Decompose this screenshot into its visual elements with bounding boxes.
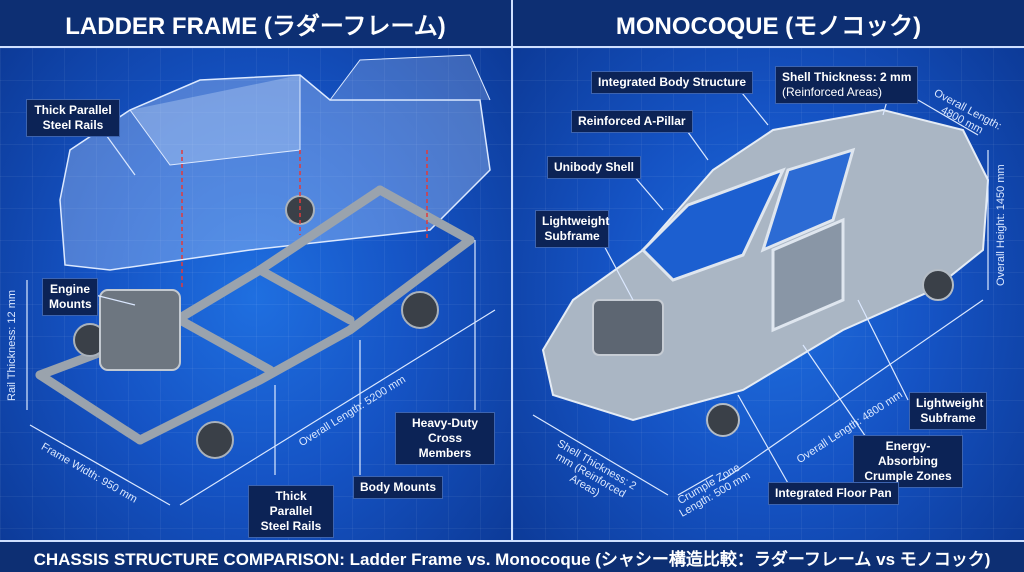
panel-divider xyxy=(511,0,513,540)
shell-thickness-value: Shell Thickness: 2 mm xyxy=(782,70,912,84)
label-thick-parallel-steel-rails-bottom: Thick Parallel Steel Rails xyxy=(248,485,334,538)
shell-thickness-note: (Reinforced Areas) xyxy=(782,85,883,99)
label-reinforced-a-pillar: Reinforced A-Pillar xyxy=(571,110,693,133)
dimension-overall-height: Overall Height: 1450 mm xyxy=(995,164,1007,286)
monocoque-title: MONOCOQUE (モノコック) xyxy=(513,0,1024,48)
dimension-rail-thickness: Rail Thickness: 12 mm xyxy=(6,289,18,401)
label-integrated-floor-pan: Integrated Floor Pan xyxy=(768,482,899,505)
label-lightweight-subframe-front: Lightweight Subframe xyxy=(535,210,609,248)
label-lightweight-subframe-rear: Lightweight Subframe xyxy=(909,392,987,430)
label-body-mounts: Body Mounts xyxy=(353,476,443,499)
ladder-frame-illustration xyxy=(26,54,496,506)
label-shell-thickness: Shell Thickness: 2 mm (Reinforced Areas) xyxy=(775,66,919,104)
footer-caption: CHASSIS STRUCTURE COMPARISON: Ladder Fra… xyxy=(0,540,1024,572)
monocoque-illustration xyxy=(532,79,990,496)
label-integrated-body-structure: Integrated Body Structure xyxy=(591,71,754,94)
label-thick-parallel-steel-rails-top: Thick Parallel Steel Rails xyxy=(26,99,120,137)
monocoque-panel: MONOCOQUE (モノコック) Integrated Body Struct… xyxy=(513,0,1024,540)
label-heavy-duty-cross-members: Heavy-Duty Cross Members xyxy=(395,412,495,465)
label-unibody-shell: Unibody Shell xyxy=(547,156,642,179)
label-engine-mounts: Engine Mounts xyxy=(42,278,98,316)
ladder-frame-title: LADDER FRAME (ラダーフレーム) xyxy=(0,0,511,48)
ladder-frame-panel: LADDER FRAME (ラダーフレーム) Thick Pa xyxy=(0,0,511,540)
label-energy-absorbing-crumple-zones: Energy-Absorbing Crumple Zones xyxy=(853,435,963,488)
